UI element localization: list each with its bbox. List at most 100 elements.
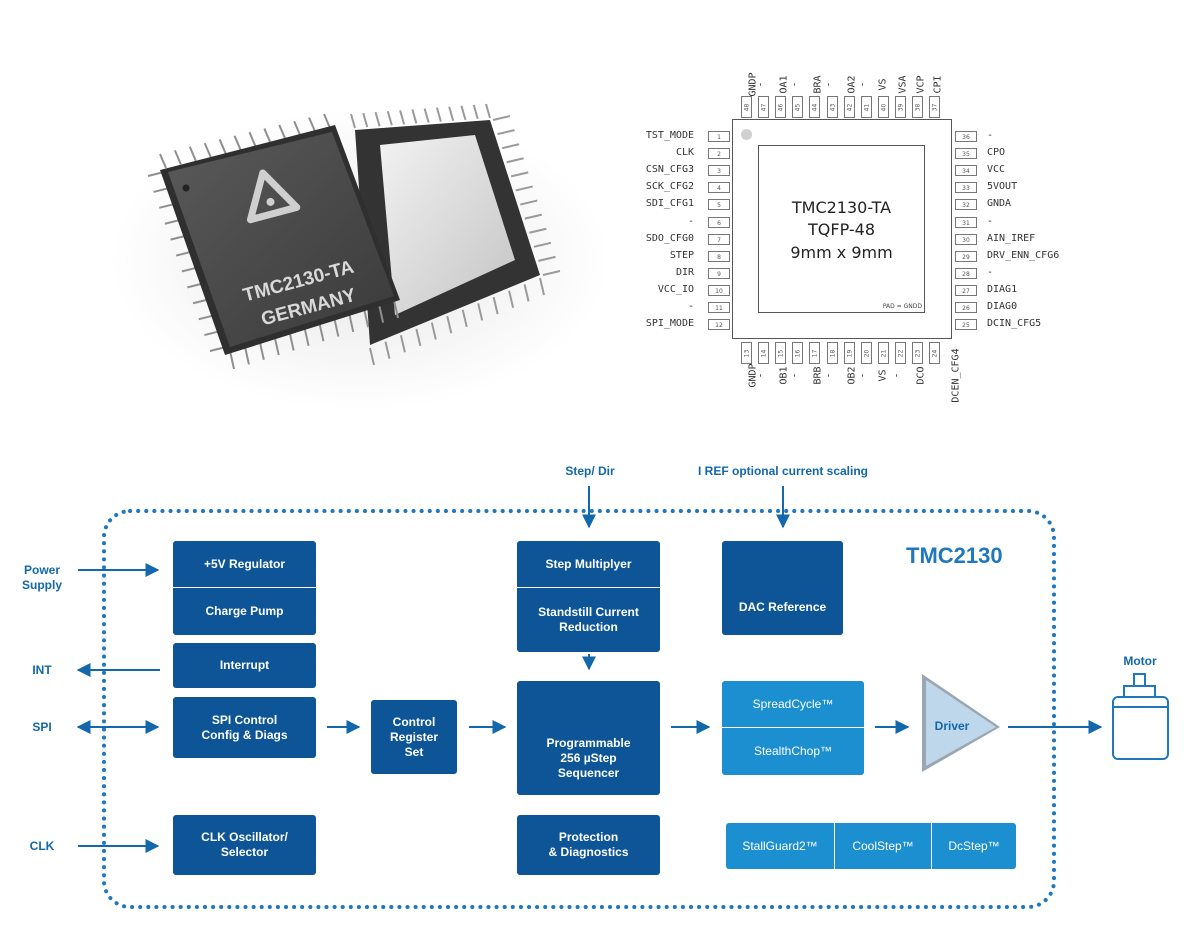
- lead: [303, 327, 310, 347]
- label-power-supply: Power Supply: [21, 563, 62, 592]
- pin-number: 12: [708, 319, 730, 331]
- pin-name: -: [987, 266, 994, 278]
- pin-number: 1: [708, 131, 730, 142]
- pin-number: 43: [826, 96, 838, 118]
- block-standstill: Standstill Current Reduction: [517, 588, 660, 652]
- lead: [229, 350, 235, 370]
- pin-number: 45: [792, 96, 804, 118]
- pin-name: DCIN_CFG5: [987, 318, 1042, 330]
- lead: [435, 107, 442, 122]
- lead: [461, 309, 468, 328]
- pin-number: 34: [955, 165, 977, 177]
- block-regulator: +5V Regulator: [173, 541, 316, 587]
- block-separator: [722, 727, 864, 728]
- pin-number: 17: [809, 342, 821, 364]
- lead: [188, 146, 197, 162]
- lead: [273, 336, 280, 356]
- pin-name: AIN_IREF: [987, 232, 1036, 244]
- ic-inner-pad: [758, 145, 925, 313]
- pin-name: SDI_CFG1: [645, 198, 694, 210]
- lead: [203, 142, 212, 158]
- pin-name: -: [687, 301, 694, 312]
- pin-name: CLK: [675, 147, 694, 159]
- block-sequencer: Programmable 256 µStep Sequencer: [517, 681, 660, 795]
- pin-name: TST_MODE: [645, 130, 694, 141]
- diagram-title: TMC2130: [906, 543, 1003, 568]
- pin-name: VCC_IO: [657, 283, 694, 295]
- pin-number: 47: [758, 96, 770, 118]
- pin-number: 10: [708, 284, 730, 296]
- pin-number: 6: [708, 216, 730, 228]
- block-charge-pump: Charge Pump: [173, 588, 316, 635]
- pin-number: 11: [708, 302, 730, 313]
- block-clk-oscillator: CLK Oscillator/ Selector: [173, 815, 316, 875]
- lead: [423, 108, 430, 123]
- pin-number: 33: [955, 182, 977, 194]
- pin-number: 22: [894, 342, 906, 364]
- pin-name: DIAG1: [987, 283, 1018, 295]
- lead: [430, 322, 437, 340]
- lead: [460, 105, 467, 121]
- pin-number: 20: [860, 342, 872, 364]
- lead: [173, 149, 182, 165]
- lead: [539, 277, 545, 296]
- lead: [446, 315, 453, 334]
- pin-number: 44: [809, 96, 821, 118]
- label-step-dir: Step/ Dir: [565, 464, 615, 478]
- lead: [323, 113, 331, 129]
- pin-number: 32: [955, 199, 977, 211]
- block-separator: [517, 587, 660, 588]
- pin-name: SCK_CFG2: [645, 181, 694, 193]
- lead: [523, 284, 530, 302]
- pad-note: PAD = GNDD: [882, 303, 922, 310]
- ic-label-line1: TMC2130-TA: [791, 198, 892, 217]
- block-stealthchop: StealthChop™: [722, 728, 864, 775]
- pin-number: 13: [741, 342, 752, 364]
- lead: [258, 341, 265, 360]
- pin-number: 27: [955, 284, 977, 296]
- lead: [448, 106, 455, 122]
- lead: [411, 109, 418, 124]
- pin-number: 9: [708, 267, 730, 279]
- driver-triangle: [926, 680, 996, 766]
- pin-number: 28: [955, 267, 977, 279]
- chip-photo: TMC2130-TA GERMANY: [110, 60, 610, 420]
- lead: [362, 112, 369, 128]
- pin-number: 19: [843, 342, 855, 364]
- pin-number: 41: [860, 96, 872, 118]
- pin-number: 8: [708, 250, 730, 262]
- label-iref: I REF optional current scaling: [697, 464, 869, 478]
- pin-number: 29: [955, 250, 977, 262]
- block-interrupt: Interrupt: [173, 643, 316, 688]
- pin-number: 3: [708, 165, 730, 177]
- pin-number: 46: [775, 96, 787, 118]
- lead: [515, 185, 533, 192]
- pin-number: 31: [955, 216, 977, 228]
- lead: [508, 290, 515, 308]
- pin-number: 36: [955, 131, 977, 142]
- lead: [497, 129, 515, 136]
- lead: [533, 241, 552, 248]
- pin-name: GNDA: [987, 198, 1012, 210]
- block-spreadcycle: SpreadCycle™: [722, 681, 864, 727]
- pin-number: 24: [929, 342, 941, 364]
- pin-number: 37: [929, 96, 941, 118]
- pin-number: 14: [758, 342, 770, 364]
- block-spi-control: SPI Control Config & Diags: [173, 697, 316, 758]
- pin-name: DRV_ENN_CFG6: [987, 249, 1060, 261]
- lead: [501, 143, 520, 150]
- pin-number: 23: [912, 342, 923, 364]
- lead: [386, 110, 393, 126]
- lead: [506, 157, 524, 164]
- pin-name: SDO_CFG0: [645, 232, 694, 244]
- lead: [378, 304, 385, 323]
- pin-number: 15: [775, 342, 787, 364]
- lead: [363, 309, 370, 328]
- block-separator: [173, 587, 316, 588]
- lead: [529, 227, 547, 234]
- lead: [293, 120, 302, 136]
- lead: [538, 255, 556, 262]
- lead: [492, 115, 511, 121]
- pin-name: CPO: [987, 147, 1006, 159]
- lead: [218, 139, 227, 154]
